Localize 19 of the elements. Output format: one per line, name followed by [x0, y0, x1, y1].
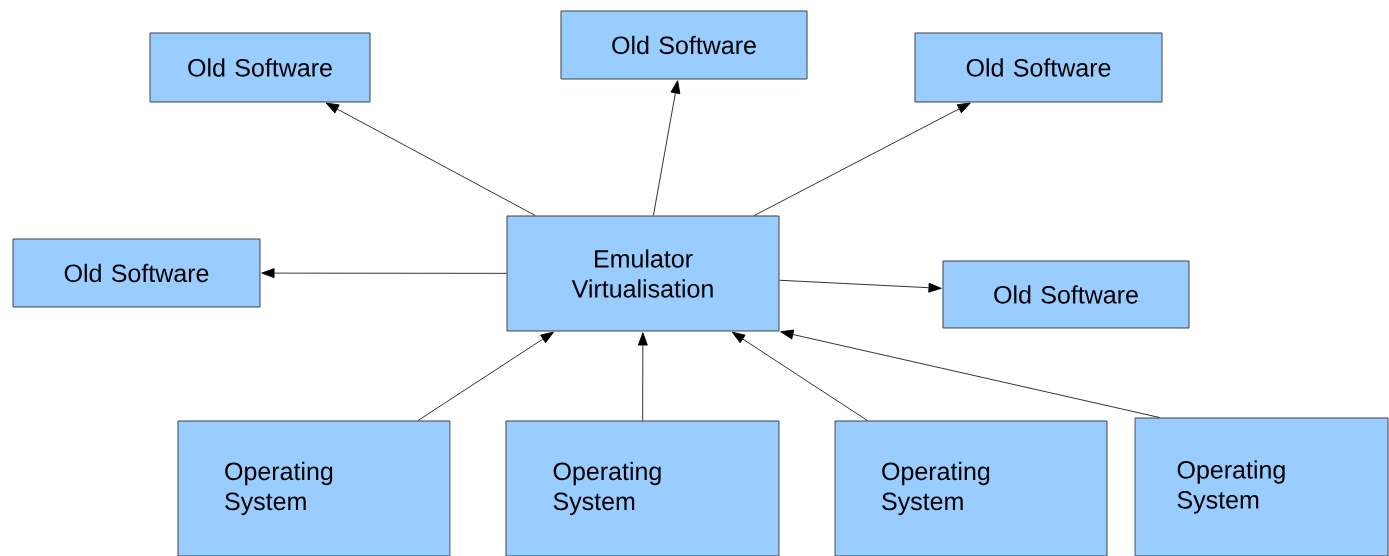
arrow	[417, 331, 554, 421]
arrow	[731, 331, 868, 421]
process-box: Old Software	[942, 260, 1190, 329]
process-box: Old Software	[560, 10, 808, 80]
process-box: Operating System	[177, 420, 451, 556]
emulator-box: Emulator Virtualisation	[506, 215, 780, 332]
process-box: Old Software	[12, 238, 261, 308]
process-box: Operating System	[834, 420, 1108, 556]
arrow	[780, 329, 1160, 418]
arrow	[637, 332, 648, 421]
arrow	[753, 102, 971, 216]
arrow	[261, 268, 507, 279]
arrow	[325, 102, 536, 216]
process-box: Operating System	[505, 420, 780, 556]
process-box: Operating System	[1134, 417, 1389, 556]
process-box: Old Software	[914, 32, 1163, 103]
process-box: Old Software	[149, 32, 371, 103]
arrow	[779, 279, 942, 293]
arrow	[653, 80, 681, 216]
